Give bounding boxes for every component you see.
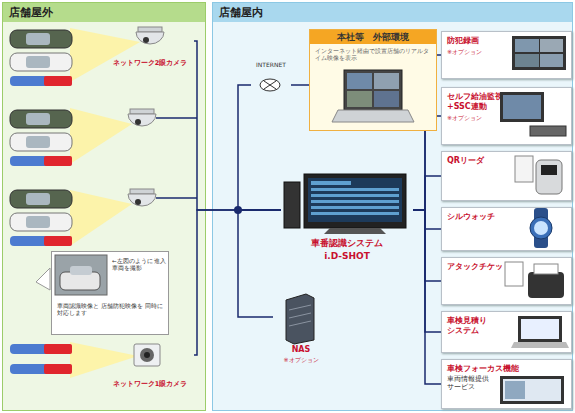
node-title: 店舗屋外 [3,3,205,22]
area-panel: 店舗屋内 INTERNET 本社等 外部環境インターネット経由で設置店舗のリアルタイ… [212,2,573,411]
node-title: シルウォッチ [447,212,513,222]
node-title: 車検見積り システム [447,316,497,335]
node-note: 車両認識映像と 店舗防犯映像を 同時に対応します [57,302,165,316]
node-note: ※オプション [447,48,507,55]
node-note: インターネット経由で設置店舗のリアルタイム映像を表示 [315,47,431,61]
node-title: ネットワーク2眼カメラ [106,60,194,68]
node-title: QRリーダ [447,156,513,166]
device-box: 車検フォーカス機能車両情報提供 サービス [441,359,572,409]
node-title: 車番認識システム [281,238,413,249]
node-title: 店舗屋内 [213,3,572,22]
device-box: シルウォッチ [441,207,572,251]
node-title: ←左図のように 進入車両を撮影 [112,258,168,271]
internet-node: INTERNET [251,61,291,95]
system-node: 車番認識システム i.D-SHOT [281,171,413,265]
node-title: NAS [273,345,329,355]
node-note: i.D-SHOT [281,251,413,262]
camera-node: ネットワーク2眼カメラ [106,25,194,71]
node-title: ネットワーク1眼カメラ [106,381,194,389]
office-box: 本社等 外部環境インターネット経由で設置店舗のリアルタイム映像を表示 [309,29,437,131]
callout-box: ←左図のように 進入車両を撮影車両認識映像と 店舗防犯映像を 同時に対応します [51,251,169,335]
camera-node: ネットワーク1眼カメラ [106,339,194,391]
node-title: セルフ給油監視 +SSC連動 [447,92,509,111]
node-note: ※オプション [267,356,335,363]
device-box: アタックチケット [441,257,572,305]
area-panel: 店舗屋外ネットワーク2眼カメラ ←左図のように 進入車両を撮影車両認識映像と 店舗… [2,2,206,411]
node-note: 車両情報提供 サービス [447,376,493,392]
device-box: 車検見積り システム [441,311,572,353]
node-title: INTERNET [245,61,297,68]
node-title: 防犯録画 [447,36,513,46]
device-box: 防犯録画 ※オプション [441,31,572,79]
node-title: 本社等 外部環境 [310,30,436,44]
node-title: アタックチケット [447,262,527,272]
device-box: QRリーダ [441,151,572,201]
node-title: 車検フォーカス機能 [447,364,537,373]
device-box: セルフ給油監視 +SSC連動 ※オプション [441,87,572,145]
node-note: ※オプション [447,114,507,121]
storage-node: NAS※オプション [273,293,329,365]
